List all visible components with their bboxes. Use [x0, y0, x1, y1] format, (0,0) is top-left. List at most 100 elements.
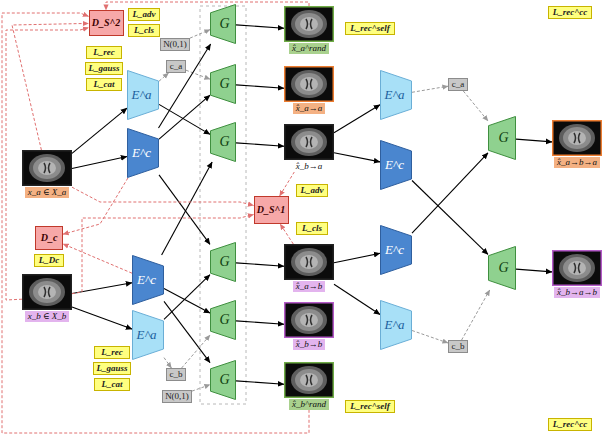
connector: [63, 244, 132, 273]
content-encoder: E^c: [380, 225, 412, 275]
loss-label: L_rec^self: [345, 400, 395, 413]
node-text: G: [219, 134, 229, 151]
node-text: E^c: [385, 157, 404, 173]
connector: [412, 153, 488, 233]
loss-label: L_cls: [128, 24, 160, 37]
node-text: D_c: [41, 232, 58, 244]
node-text: G: [219, 76, 229, 93]
connector: [412, 331, 448, 344]
image-node: x̂_b→a: [284, 124, 334, 172]
connector: [164, 301, 210, 362]
code-box: c_a: [166, 60, 186, 73]
connector: [280, 224, 293, 244]
loss-label: L_rec: [94, 346, 130, 359]
loss-label: L_cat: [94, 378, 130, 391]
discriminator-box: D_S^2: [89, 10, 124, 36]
loss-label: L_cls: [296, 222, 328, 235]
attribute-encoder: E^a: [380, 70, 412, 120]
connector: [12, 23, 89, 150]
connector: [72, 187, 254, 205]
node-text: L_rec^cc: [553, 419, 588, 430]
connector: [462, 290, 490, 340]
node-text: x̂_a→b: [293, 281, 326, 292]
node-text: x_a ∈ X_a: [25, 187, 70, 198]
connector: [72, 157, 127, 169]
node-text: G: [219, 372, 229, 389]
brain-image: [22, 274, 72, 310]
brain-image: [284, 302, 334, 338]
node-text: E^c: [137, 272, 156, 288]
node-text: L_cls: [134, 25, 154, 36]
node-text: G: [219, 16, 229, 33]
connector: [516, 139, 552, 142]
node-text: x̂_a→b→a: [554, 157, 600, 168]
loss-label: L_Dc: [34, 254, 64, 267]
image-node: x̂_a→a: [284, 66, 334, 114]
discriminator-box: D_c: [35, 226, 63, 250]
generator: G: [210, 4, 236, 44]
connector: [159, 104, 210, 134]
connector: [162, 162, 213, 255]
brain-image: [284, 124, 334, 160]
code-box: N(0,1): [162, 390, 192, 403]
brain-image: [284, 6, 334, 42]
node-text: L_cls: [302, 223, 322, 234]
connector: [334, 253, 380, 262]
brain-image: [284, 66, 334, 102]
node-text: c_a: [170, 61, 183, 72]
node-text: x̂_b→a: [293, 161, 326, 172]
node-text: N(0,1): [165, 391, 189, 402]
node-text: L_gauss: [96, 363, 127, 374]
image-node: x̂_a→b→a: [552, 120, 602, 168]
loss-label: L_rec^cc: [548, 418, 592, 431]
connector: [159, 44, 211, 128]
connector: [236, 321, 284, 324]
connector: [63, 178, 128, 234]
node-text: L_rec^cc: [553, 7, 588, 18]
node-text: x̂_b^rand: [289, 399, 329, 410]
dashed-group-box: [200, 6, 246, 404]
loss-label: L_rec^self: [345, 22, 395, 35]
node-text: E^a: [385, 317, 405, 333]
connector: [412, 181, 488, 255]
code-box: N(0,1): [160, 38, 190, 51]
generator: G: [210, 122, 236, 162]
node-text: L_rec^self: [350, 401, 390, 412]
loss-label: L_gauss: [93, 362, 131, 375]
node-text: x_b ∈ X_b: [25, 311, 70, 322]
connector: [72, 283, 132, 294]
node-text: L_cat: [94, 79, 115, 90]
node-text: L_Dc: [39, 255, 60, 266]
loss-label: L_rec: [86, 46, 122, 59]
node-text: E^c: [385, 242, 404, 258]
loss-label: L_adv: [128, 8, 160, 21]
loss-label: L_rec^cc: [548, 6, 592, 19]
brain-image: [552, 250, 602, 286]
generator: G: [210, 300, 236, 340]
connector: [192, 385, 210, 391]
code-box: c_b: [448, 340, 468, 353]
connector: [236, 143, 284, 146]
connector: [236, 85, 284, 88]
generator: G: [210, 242, 236, 282]
discriminator-box: D_S^1: [254, 196, 289, 224]
connector: [2, 13, 309, 433]
generator: G: [488, 246, 516, 290]
node-text: E^a: [385, 87, 405, 103]
node-text: L_rec: [93, 47, 115, 58]
connector: [164, 275, 210, 320]
connector: [6, 28, 89, 300]
connector: [236, 25, 284, 28]
node-text: L_adv: [301, 185, 324, 196]
loss-label: L_adv: [296, 184, 328, 197]
node-text: N(0,1): [163, 39, 187, 50]
node-text: x̂_a^rand: [289, 43, 329, 54]
generator: G: [210, 360, 236, 400]
connector: [72, 108, 127, 153]
connector: [280, 172, 295, 196]
node-text: L_rec: [101, 347, 123, 358]
content-encoder: E^c: [132, 255, 164, 305]
connector: [159, 95, 210, 139]
node-text: c_b: [170, 369, 183, 380]
